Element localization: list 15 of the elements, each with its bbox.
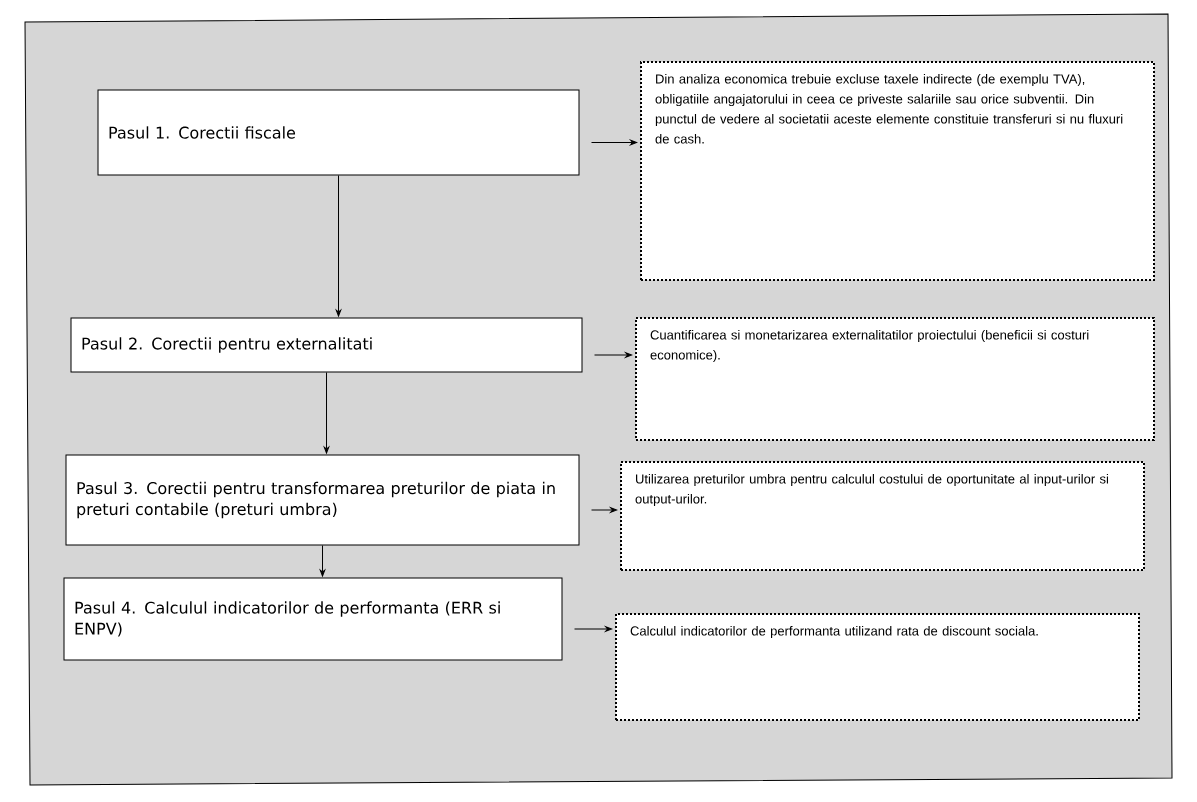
arrow: [319, 545, 326, 577]
note-box: Din analiza economica trebuie excluse taxele indirecte (de exemplu TVA), obligatiile angajatorului in ceea ce priveste salariile sau orice subventii. Din punctul de vedere al societatii aceste elemente constituie transferuri si nu fluxuri de cash.: [640, 61, 1155, 281]
note-box: Calculul indicatorilor de performanta utilizand rata de discount sociala.: [615, 613, 1140, 721]
step-box: Pasul 2. Corectii pentru externalitati: [70, 317, 583, 373]
arrow: [323, 372, 330, 454]
step-box: Pasul 4. Calculul indicatorilor de performanta (ERR si ENPV): [63, 577, 563, 661]
step-box: Pasul 1. Corectii fiscale: [97, 89, 580, 176]
arrow: [335, 175, 342, 317]
arrow: [591, 139, 638, 146]
step-box: Pasul 3. Corectii pentru transformarea preturilor de piata in preturi contabile (preturi umbra): [65, 454, 580, 546]
arrow: [591, 507, 618, 513]
note-box: Cuantificarea si monetarizarea externalitatilor proiectului (beneficii si costuri economice).: [635, 317, 1155, 441]
arrow: [574, 626, 613, 632]
arrow: [594, 352, 633, 358]
note-box: Utilizarea preturilor umbra pentru calculul costului de oportunitate al input-urilor si output-urilor.: [620, 461, 1145, 571]
